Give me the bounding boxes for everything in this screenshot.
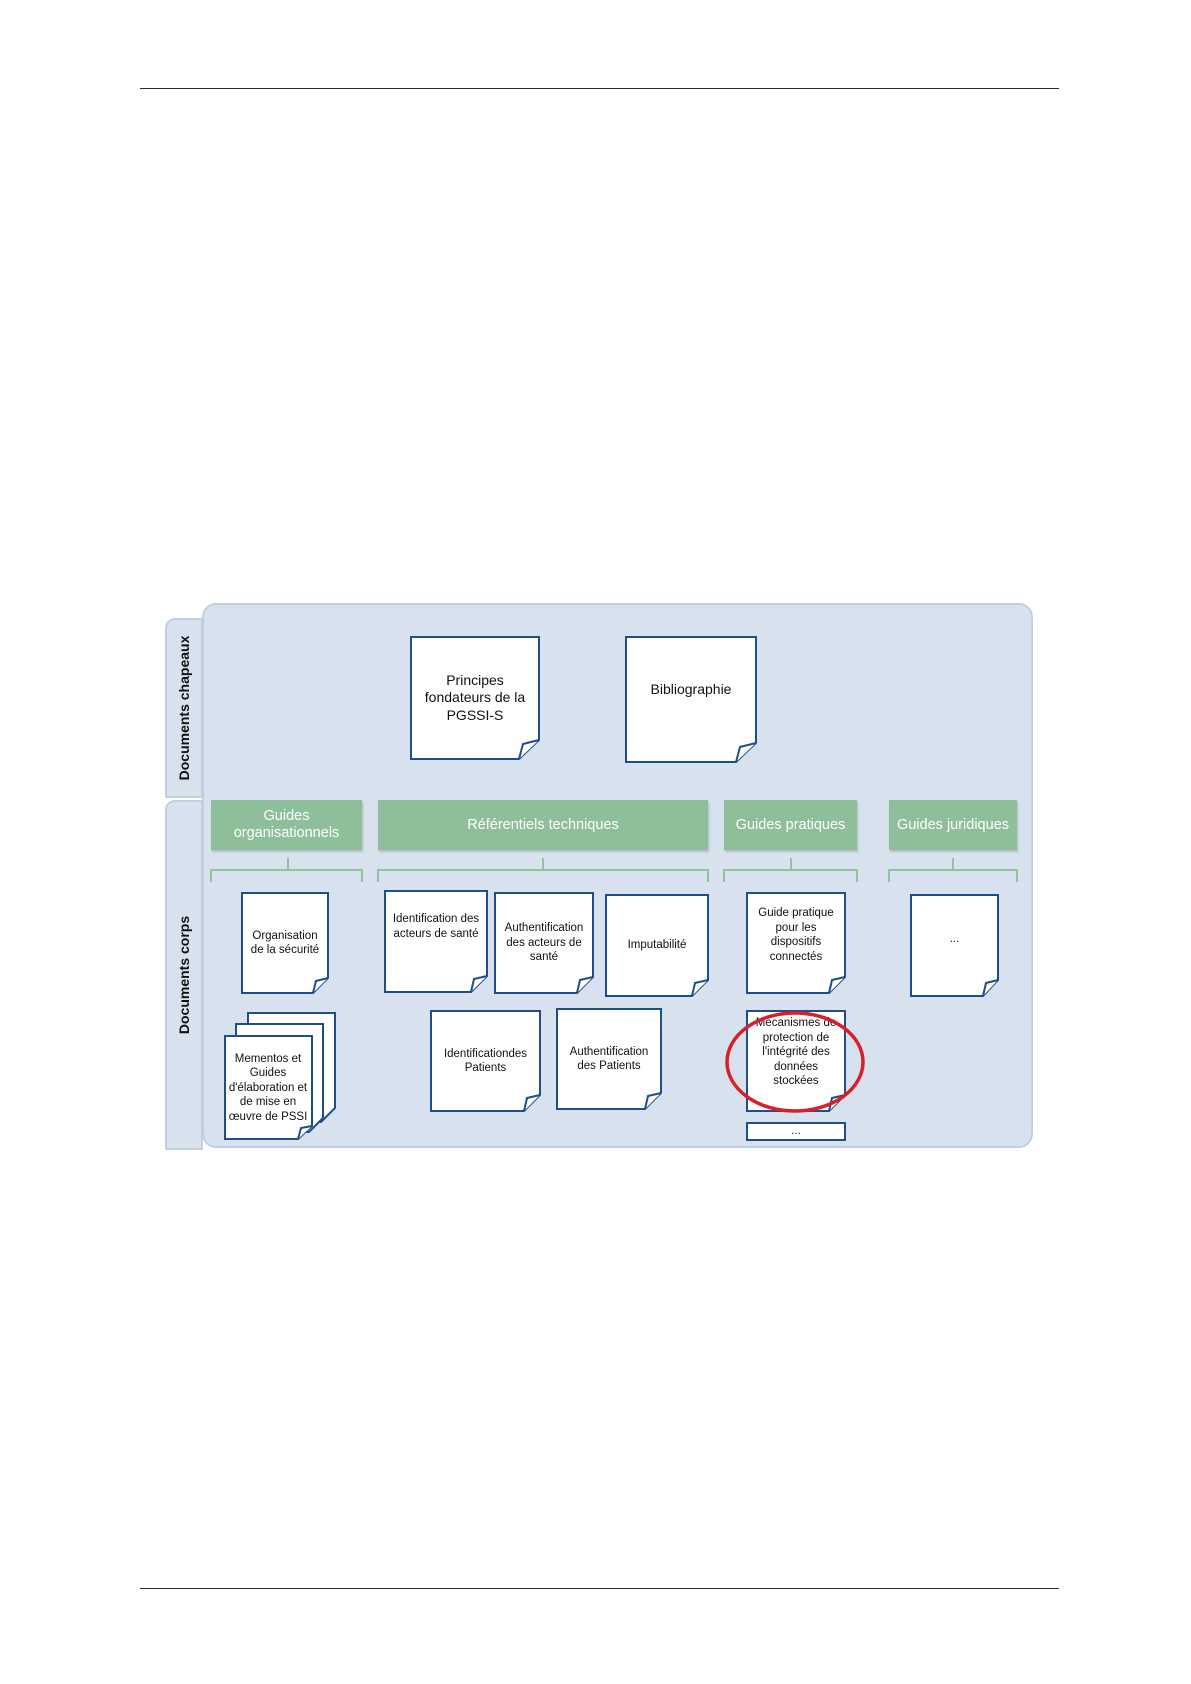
doc-icon (494, 892, 594, 994)
doc-icon (430, 1010, 541, 1112)
footer-rule (140, 1588, 1059, 1589)
doc-icon (241, 892, 329, 994)
doc-bibliographie-label: Bibliographie (650, 681, 732, 697)
doc-pratiques-more-label: ... (791, 1125, 801, 1138)
doc-icon (556, 1008, 662, 1110)
doc-guide-dispositifs-connectes: Guide pratique pour les dispositifs conn… (746, 892, 846, 994)
doc-icon (625, 636, 757, 763)
doc-bibliographie: Bibliographie (625, 636, 757, 763)
doc-authentification-acteurs: Authentification des acteurs de santé (494, 892, 594, 994)
doc-guide-dispositifs-label: Guide pratique pour les dispositifs conn… (758, 907, 834, 963)
doc-icon (410, 636, 540, 760)
doc-identification-acteurs-label: Identification des acteurs de santé (392, 913, 480, 940)
side-tab-chapeaux: Documents chapeaux (165, 618, 203, 798)
doc-mementos-stack: Mementos et Guides d'élaboration et de m… (224, 1012, 336, 1140)
header-guides-juridiques: Guides juridiques (889, 800, 1017, 850)
header-rule (140, 88, 1059, 89)
doc-organisation-label: Organisation de la sécurité (250, 929, 320, 957)
doc-principes-fondateurs: Principes fondateurs de la PGSSI-S (410, 636, 540, 760)
doc-identification-acteurs: Identification des acteurs de santé (384, 890, 488, 993)
doc-icon (746, 1122, 846, 1141)
doc-icon (605, 894, 709, 997)
side-tab-corps: Documents corps (165, 800, 203, 1150)
doc-identification-patients-label: Identificationdes Patients (443, 1047, 528, 1075)
doc-juridiques-more: ... (910, 894, 999, 997)
doc-icon (746, 892, 846, 994)
doc-authentification-acteurs-label: Authentification des acteurs de santé (504, 922, 584, 964)
doc-juridiques-more-label: ... (949, 933, 960, 945)
doc-mementos-label: Mementos et Guides d'élaboration et de m… (228, 1052, 308, 1123)
doc-imputabilite: Imputabilité (605, 894, 709, 997)
header-referentiels-techniques: Référentiels techniques (378, 800, 708, 850)
doc-mecanismes-label: Mécanismes de protection de l'intégrité … (755, 1017, 837, 1087)
doc-identification-patients: Identificationdes Patients (430, 1010, 541, 1112)
doc-pratiques-more: ... (746, 1122, 846, 1141)
header-guides-organisationnels: Guides organisationnels (211, 800, 362, 850)
doc-imputabilite-label: Imputabilité (627, 939, 687, 952)
doc-authentification-patients: Authentification des Patients (556, 1008, 662, 1110)
doc-icon (384, 890, 488, 993)
doc-organisation-securite: Organisation de la sécurité (241, 892, 329, 994)
doc-mecanismes-protection: Mécanismes de protection de l'intégrité … (746, 1010, 846, 1112)
doc-authentification-patients-label: Authentification des Patients (569, 1045, 649, 1073)
header-guides-pratiques: Guides pratiques (724, 800, 857, 850)
doc-icon (910, 894, 999, 997)
doc-principes-label: Principes fondateurs de la PGSSI-S (424, 671, 526, 723)
doc-stack-icon (224, 1012, 336, 1140)
